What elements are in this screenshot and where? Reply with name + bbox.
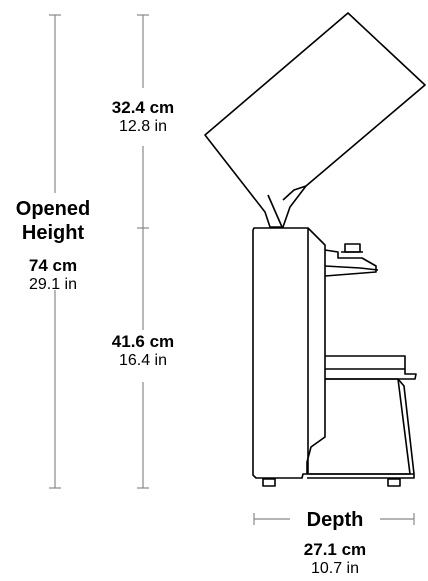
depth-metric: 27.1 cm <box>303 540 367 559</box>
opened-height-title-line1: Opened <box>15 198 91 220</box>
build-head <box>324 249 377 277</box>
depth-dimension-line <box>253 513 415 525</box>
body-height-metric: 41.6 cm <box>111 332 175 351</box>
printer-base <box>309 378 411 475</box>
lid-height-metric: 32.4 cm <box>111 98 175 117</box>
depth-title: Depth <box>306 509 364 531</box>
opened-height-metric: 74 cm <box>28 256 78 275</box>
printer-lid <box>204 12 426 228</box>
printer-body <box>252 227 326 479</box>
body-height-imperial: 16.4 in <box>118 352 168 369</box>
opened-height-dimension-line <box>49 14 61 489</box>
lid-body-dimension-line <box>137 14 149 489</box>
depth-imperial: 10.7 in <box>310 560 360 577</box>
lid-height-imperial: 12.8 in <box>118 118 168 135</box>
printer-outline <box>204 12 426 487</box>
opened-height-imperial: 29.1 in <box>28 276 78 293</box>
resin-tray <box>325 355 417 380</box>
opened-height-title-line2: Height <box>21 222 85 244</box>
